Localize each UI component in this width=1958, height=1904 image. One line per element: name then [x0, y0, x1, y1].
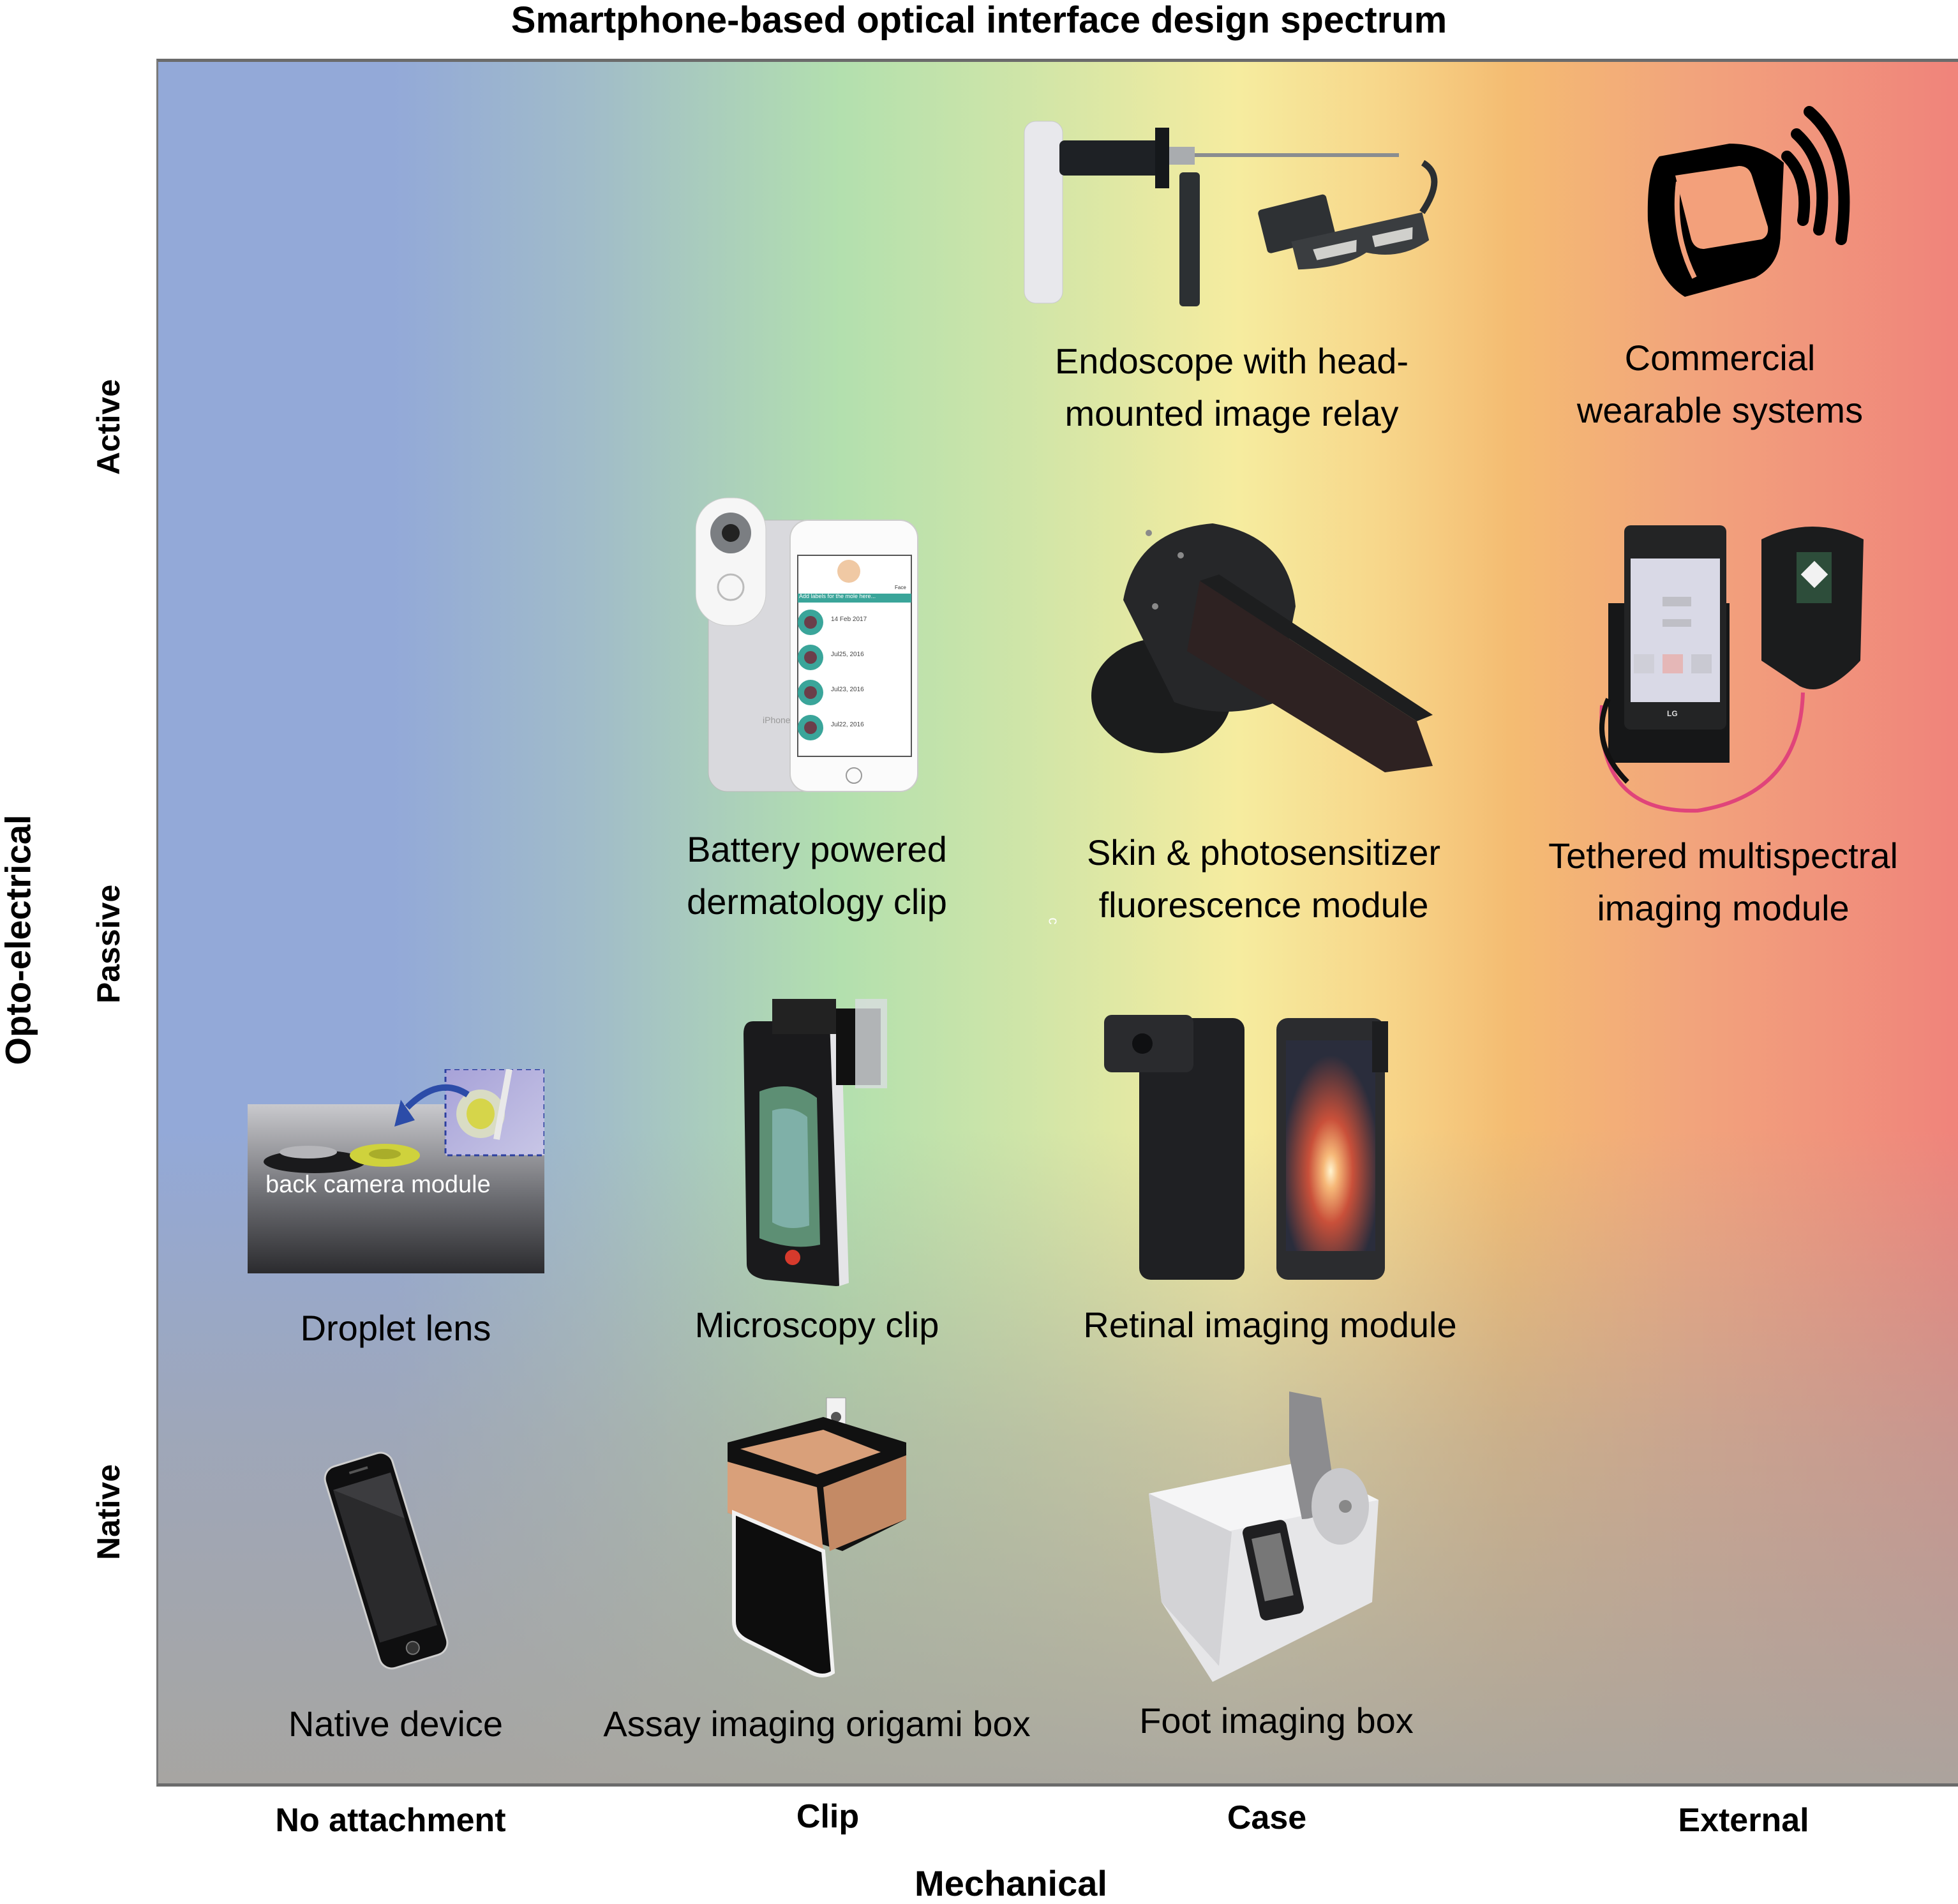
derm-entry: Jul22, 2016 — [831, 721, 864, 728]
fluorescence-module-icon — [1091, 523, 1433, 772]
derm-entry: Jul23, 2016 — [831, 686, 864, 693]
x-axis-title: Mechanical — [915, 1863, 1107, 1903]
multispectral-image: LG — [1570, 514, 1876, 814]
x-level-external: External — [1678, 1802, 1809, 1839]
native-image — [313, 1449, 460, 1672]
y-level-passive: Passive — [91, 884, 126, 1004]
figure-title: Smartphone-based optical interface desig… — [511, 0, 1447, 41]
retinal-module-icon — [1104, 1015, 1388, 1280]
endoscope-image — [1021, 115, 1455, 306]
derm-screen-face: Face — [895, 585, 906, 590]
tethered-module-icon — [1599, 525, 1864, 813]
dermatoscope-phone-icon — [695, 497, 918, 792]
microscopy-caption: Microscopy clip — [694, 1305, 939, 1345]
retinal-image — [1104, 1015, 1398, 1283]
dermatology-image: Add labels for the mole here... Face 14 … — [695, 495, 932, 795]
microscopy-image — [734, 996, 893, 1289]
smartphone-icon — [324, 1451, 449, 1670]
stray-artifact-text: c — [1045, 917, 1062, 925]
droplet-lens-icon — [248, 1068, 546, 1273]
dermatology-caption: Battery powered dermatology clip — [687, 829, 947, 922]
multispectral-caption: Tethered multispectral imaging module — [1548, 836, 1898, 928]
x-level-clip: Clip — [796, 1798, 860, 1835]
foot-caption: Foot imaging box — [1139, 1700, 1414, 1741]
derm-phone-brand: iPhone — [763, 715, 791, 725]
smartwatch-wireless-icon — [1647, 106, 1850, 297]
fluorescence-caption: Skin & photosensitizer fluorescence modu… — [1086, 832, 1441, 925]
y-level-active: Active — [91, 379, 126, 476]
droplet-image: back camera module — [248, 1068, 546, 1273]
retinal-caption: Retinal imaging module — [1083, 1305, 1457, 1345]
origami-caption: Assay imaging origami box — [603, 1704, 1031, 1744]
wearable-image — [1634, 105, 1851, 322]
endoscope-caption: Endoscope with head- mounted image relay — [1054, 341, 1409, 433]
foot-box-icon — [1149, 1391, 1379, 1682]
multispectral-brand: LG — [1667, 709, 1678, 718]
droplet-caption: Droplet lens — [300, 1308, 491, 1348]
origami-image — [721, 1391, 913, 1679]
y-level-native: Native — [91, 1464, 126, 1561]
derm-entry: Jul25, 2016 — [831, 651, 864, 658]
derm-entry: 14 Feb 2017 — [831, 616, 867, 623]
x-level-no-attachment: No attachment — [275, 1802, 506, 1839]
native-caption: Native device — [288, 1704, 504, 1744]
x-level-case: Case — [1227, 1799, 1307, 1836]
wearable-caption: Commercial wearable systems — [1576, 338, 1864, 430]
origami-box-icon — [728, 1397, 906, 1677]
droplet-inset-label: back camera module — [265, 1171, 491, 1198]
derm-screen-banner: Add labels for the mole here... — [799, 593, 876, 599]
spectrum-panel — [156, 59, 1958, 1787]
y-axis-title: Opto-electrical — [0, 814, 38, 1065]
foot-image — [1142, 1391, 1398, 1685]
endoscope-headset-icon — [1024, 121, 1438, 306]
fluorescence-image — [1085, 511, 1442, 779]
microscopy-clip-icon — [744, 999, 887, 1286]
